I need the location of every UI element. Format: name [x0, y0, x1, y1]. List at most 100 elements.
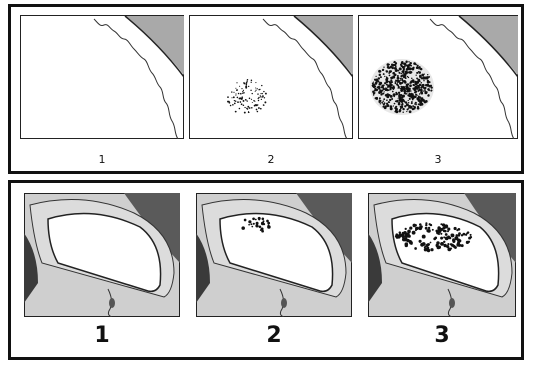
stipple-dot	[386, 104, 389, 107]
stipple-dot	[389, 85, 392, 88]
bottom-stage-1-illustration	[24, 193, 180, 317]
stipple-dot	[424, 73, 425, 74]
lesion-spot	[259, 226, 262, 229]
lesion-spot	[415, 224, 417, 226]
top-stage-1-illustration	[20, 15, 184, 139]
stipple-dot	[248, 112, 249, 113]
stipple-dot	[379, 83, 380, 84]
stipple-dot	[240, 93, 242, 95]
stipple-dot	[404, 65, 405, 66]
stipple-dot	[390, 95, 393, 98]
stipple-dot	[386, 99, 388, 101]
stipple-dot	[409, 98, 411, 100]
lesion-spot	[446, 245, 449, 248]
stipple-dot	[229, 102, 231, 104]
lesion-spot	[440, 242, 444, 246]
bottom-stage-1-label: 1	[22, 323, 182, 348]
stipple-dot	[257, 111, 259, 113]
lesion-spot	[422, 235, 426, 239]
lesion-spot	[434, 237, 437, 240]
stipple-dot	[235, 111, 237, 113]
stipple-dot	[388, 72, 390, 74]
stipple-dot	[400, 94, 402, 96]
lesion-spot	[445, 233, 448, 236]
stipple-dot	[402, 111, 403, 112]
stipple-dot	[399, 99, 402, 102]
stipple-dot	[397, 82, 398, 83]
stipple-dot	[383, 73, 385, 75]
stipple-dot	[235, 88, 236, 89]
lesion-spot	[440, 223, 442, 225]
stipple-dot	[399, 82, 401, 84]
stipple-dot	[394, 67, 396, 69]
lesion-spot	[422, 242, 426, 246]
stipple-dot	[261, 99, 262, 100]
lesion-spot	[462, 233, 465, 236]
stipple-dot	[413, 67, 415, 69]
lesion-spot	[448, 236, 451, 239]
stipple-dot	[414, 103, 415, 104]
stipple-dot	[399, 110, 401, 112]
stipple-dot	[382, 70, 383, 71]
stipple-dot	[383, 84, 385, 86]
stipple-dot	[421, 86, 423, 88]
stipple-dot	[398, 92, 400, 94]
stipple-dot	[379, 97, 381, 99]
lesion-spot	[418, 226, 422, 230]
stipple-dot	[395, 106, 397, 108]
stipple-dot	[236, 82, 237, 83]
stipple-dot	[400, 75, 402, 77]
stipple-dot	[407, 67, 408, 68]
stipple-dot	[397, 87, 399, 89]
lesion-spot	[450, 248, 452, 250]
stipple-dot	[251, 99, 252, 100]
stipple-dot	[250, 90, 251, 91]
lesion-spot	[250, 223, 252, 225]
lesion-spot	[409, 226, 412, 229]
stipple-dot	[231, 97, 232, 98]
stipple-dot	[243, 90, 244, 91]
stipple-dot	[430, 90, 432, 92]
lesion-spot	[458, 244, 461, 247]
stipple-dot	[247, 106, 249, 108]
lesion-spot	[443, 230, 445, 232]
lesion-spot	[447, 243, 449, 245]
stipple-dot	[400, 106, 402, 108]
stipple-dot	[402, 99, 404, 101]
lesion-spot	[403, 231, 406, 234]
stipple-dot	[386, 83, 388, 85]
stipple-dot	[255, 82, 256, 83]
lesion-spot	[263, 223, 265, 225]
lesion-spot	[409, 241, 413, 245]
stipple-dot	[242, 91, 243, 92]
lesion-spot	[419, 240, 422, 243]
stipple-dot	[239, 86, 240, 87]
stipple-dot	[384, 91, 385, 92]
stipple-dot	[415, 82, 417, 84]
lesion-spot	[267, 222, 270, 225]
stipple-dot	[392, 67, 394, 69]
stipple-dot	[254, 101, 255, 102]
stipple-dot	[389, 75, 391, 77]
stipple-dot	[256, 109, 258, 111]
top-stage-1-frame	[20, 15, 184, 139]
stipple-dot	[403, 73, 406, 76]
stipple-dot	[405, 101, 407, 103]
lesion-spot	[447, 228, 450, 231]
stipple-dot	[404, 81, 407, 84]
stipple-dot	[400, 68, 402, 70]
stipple-dot	[422, 76, 425, 79]
top-stage-1-label: 1	[22, 153, 182, 166]
stipple-dot	[243, 100, 245, 102]
stipple-dot	[238, 93, 240, 95]
stipple-dot	[410, 95, 412, 97]
stipple-dot	[412, 108, 414, 110]
lesion-spot	[408, 235, 410, 237]
stipple-dot	[264, 97, 265, 98]
stipple-dot	[390, 105, 393, 108]
stipple-dot	[388, 90, 389, 91]
stipple-dot	[239, 108, 241, 110]
stipple-dot	[398, 98, 399, 99]
stipple-dot	[375, 79, 378, 82]
stipple-dot	[397, 75, 399, 77]
